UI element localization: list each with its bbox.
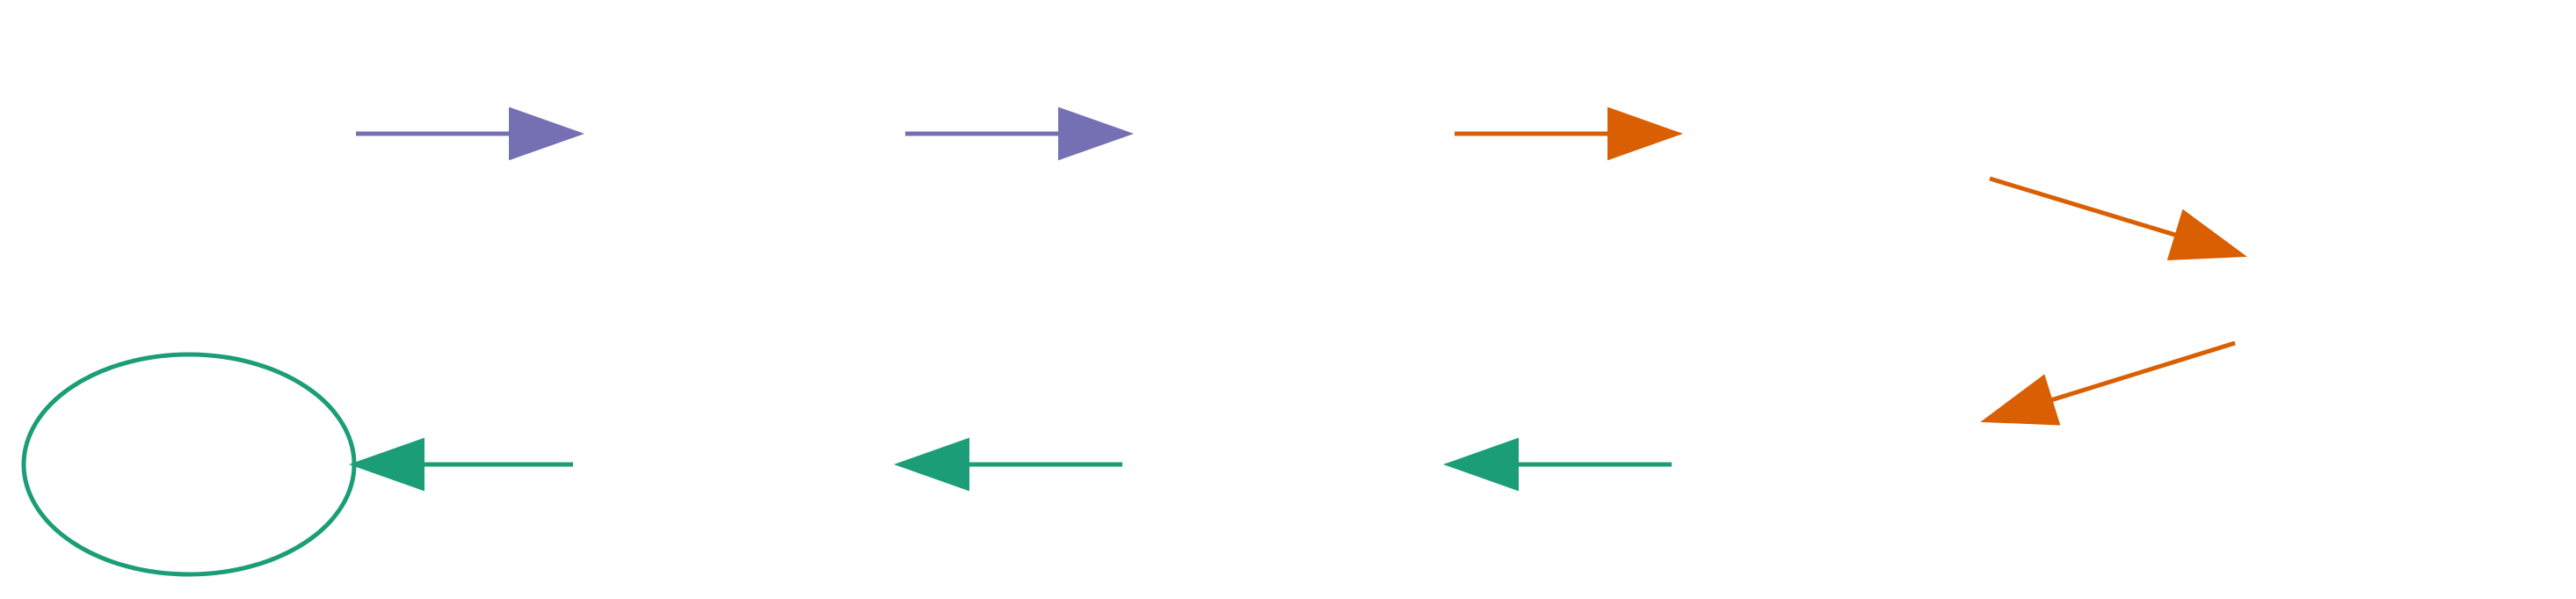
node-n8 <box>21 352 357 577</box>
edge-n5-n6 <box>1443 437 1672 492</box>
node-ellipse <box>21 352 357 577</box>
arrowhead-icon <box>2166 208 2247 260</box>
arrowhead-icon <box>1607 106 1683 161</box>
nodes-layer <box>21 352 357 577</box>
edge-n0-n1 <box>356 106 584 161</box>
arrowhead-icon <box>1980 374 2061 426</box>
arrowhead-icon <box>1443 437 1519 492</box>
arrowhead-icon <box>1058 106 1134 161</box>
edge-n3-n4 <box>1989 176 2247 260</box>
edge-n1-n2 <box>905 106 1134 161</box>
edges-layer <box>349 106 2247 492</box>
edge-n2-n3 <box>1455 106 1683 161</box>
edge-n4-n5 <box>1980 340 2236 426</box>
edge-n7-n8 <box>349 437 573 492</box>
edge-n6-n7 <box>894 437 1122 492</box>
edge-line <box>2050 340 2236 403</box>
edge-line <box>1989 176 2177 237</box>
arrowhead-icon <box>894 437 969 492</box>
arrowhead-icon <box>349 437 424 492</box>
arrowhead-icon <box>509 106 584 161</box>
